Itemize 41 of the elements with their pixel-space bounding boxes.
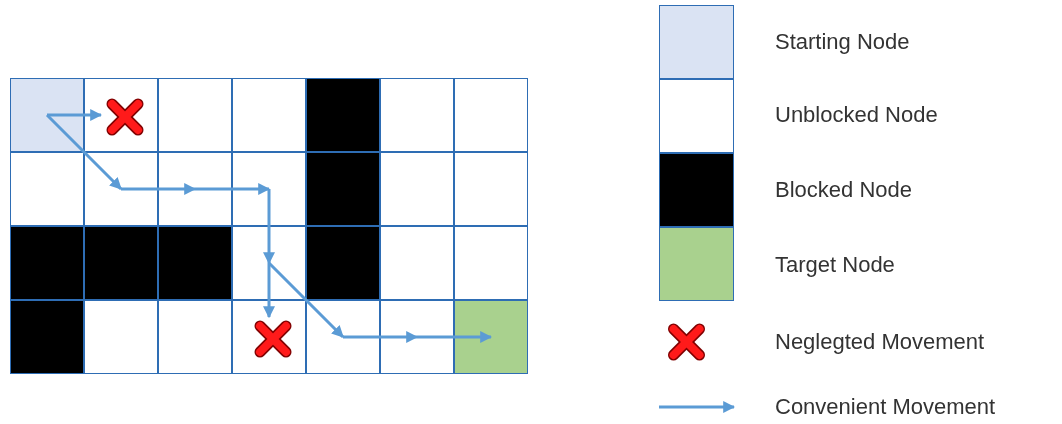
grid-cell — [454, 226, 528, 300]
arrow — [47, 109, 103, 121]
arrow — [343, 331, 419, 343]
grid-cell — [454, 78, 528, 152]
grid-cell — [232, 78, 306, 152]
grid-cell — [158, 300, 232, 374]
grid-cell — [380, 226, 454, 300]
grid-cell — [306, 300, 380, 374]
grid-cell — [306, 226, 380, 300]
grid-cell — [84, 152, 158, 226]
legend-label: Unblocked Node — [775, 102, 938, 128]
legend-label: Starting Node — [775, 29, 910, 55]
grid-cell — [380, 300, 454, 374]
grid-cell — [84, 226, 158, 300]
arrow — [121, 183, 197, 195]
arrow — [417, 331, 493, 343]
grid-cell — [232, 226, 306, 300]
grid-cell — [380, 78, 454, 152]
arrow — [195, 183, 271, 195]
grid-cell — [158, 226, 232, 300]
grid-cell — [158, 152, 232, 226]
legend-label: Convenient Movement — [775, 394, 996, 420]
grid-cell — [454, 300, 528, 374]
grid-cell — [84, 300, 158, 374]
arrow — [267, 261, 345, 339]
grid-cell — [10, 78, 84, 152]
grid-cell — [10, 152, 84, 226]
grid-cell — [454, 152, 528, 226]
grid-cell — [10, 226, 84, 300]
arrow — [263, 189, 275, 265]
legend-label: Neglegted Movement — [775, 329, 985, 355]
arrow — [45, 113, 123, 191]
grid-cell — [306, 78, 380, 152]
grid-cell — [380, 152, 454, 226]
grid-cell — [10, 300, 84, 374]
legend-label: Target Node — [775, 252, 895, 278]
grid-cell — [232, 152, 306, 226]
grid-cell — [158, 78, 232, 152]
arrow — [263, 263, 275, 319]
legend-label: Blocked Node — [775, 177, 912, 203]
grid-cell — [306, 152, 380, 226]
